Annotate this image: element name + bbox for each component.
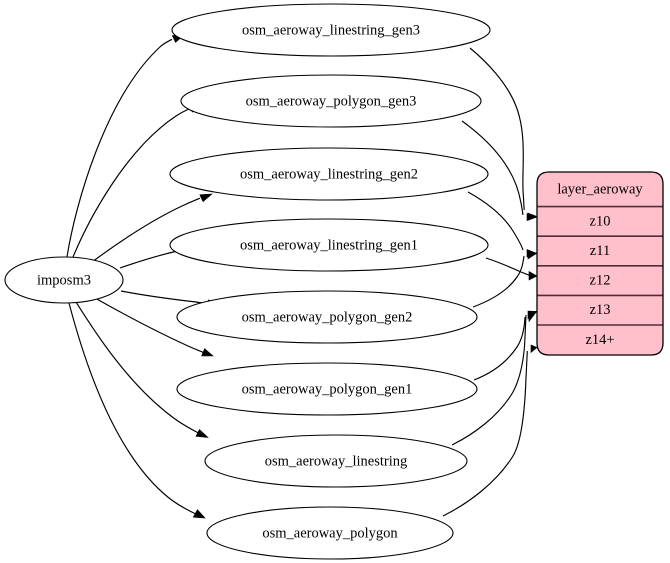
node-label-polygon: osm_aeroway_polygon (262, 525, 398, 541)
node-label-polygon-gen1: osm_aeroway_polygon_gen1 (242, 381, 413, 397)
edge-polygon-to-z14 (442, 344, 538, 517)
node-label-linestring: osm_aeroway_linestring (265, 453, 408, 469)
record-header-label: layer_aeroway (557, 181, 643, 197)
edge-polygon-gen3-to-z10 (461, 120, 538, 222)
edge-polygon-gen2-to-z11 (472, 251, 538, 308)
record-body-fill (537, 172, 663, 355)
node-label-linestring-gen3: osm_aeroway_linestring_gen3 (242, 22, 420, 38)
edge-imposm3-to-linestring-gen2 (91, 193, 213, 263)
node-label-polygon-gen2: osm_aeroway_polygon_gen2 (242, 309, 413, 325)
record-row-z10[interactable]: z10 (590, 213, 611, 229)
node-label-imposm3: imposm3 (37, 272, 91, 288)
node-imposm3[interactable]: imposm3 (4, 256, 124, 304)
edge-imposm3-to-polygon-gen1 (94, 297, 214, 357)
node-label-linestring-gen1: osm_aeroway_linestring_gen1 (240, 237, 418, 253)
node-osm-aeroway-polygon[interactable]: osm_aeroway_polygon (206, 506, 454, 560)
node-osm-aeroway-polygon-gen1[interactable]: osm_aeroway_polygon_gen1 (176, 362, 478, 416)
edge-linestring-gen3-to-z10 (469, 47, 538, 221)
node-osm-aeroway-linestring-gen2[interactable]: osm_aeroway_linestring_gen2 (169, 147, 489, 201)
edge-linestring-gen1-to-z12 (485, 257, 538, 281)
node-osm-aeroway-linestring-gen3[interactable]: osm_aeroway_linestring_gen3 (171, 3, 491, 57)
edge-imposm3-to-linestring (75, 301, 209, 438)
node-group-tables: osm_aeroway_linestring_gen3 osm_aeroway_… (169, 3, 491, 560)
record-border (536, 171, 664, 356)
node-osm-aeroway-linestring[interactable]: osm_aeroway_linestring (204, 434, 468, 488)
edge-imposm3-to-polygon (68, 302, 206, 519)
node-osm-aeroway-polygon-gen3[interactable]: osm_aeroway_polygon_gen3 (180, 74, 482, 128)
node-label-linestring-gen2: osm_aeroway_linestring_gen2 (240, 166, 418, 182)
record-row-z13[interactable]: z13 (590, 302, 611, 318)
record-row-z11[interactable]: z11 (590, 243, 610, 259)
node-label-polygon-gen3: osm_aeroway_polygon_gen3 (246, 93, 417, 109)
record-row-z14plus[interactable]: z14+ (585, 332, 614, 348)
edge-linestring-to-z13 (451, 310, 538, 446)
node-osm-aeroway-linestring-gen1[interactable]: osm_aeroway_linestring_gen1 (169, 218, 489, 272)
node-layer-aeroway-record[interactable]: layer_aeroway z10 z11 z12 z13 z14+ (536, 171, 664, 356)
node-osm-aeroway-polygon-gen2[interactable]: osm_aeroway_polygon_gen2 (176, 290, 478, 344)
edge-group-tables-to-layer (442, 47, 538, 517)
edge-polygon-gen1-to-z13 (473, 310, 538, 381)
edge-imposm3-to-linestring-gen3 (66, 34, 186, 258)
record-row-z12[interactable]: z12 (590, 272, 611, 288)
